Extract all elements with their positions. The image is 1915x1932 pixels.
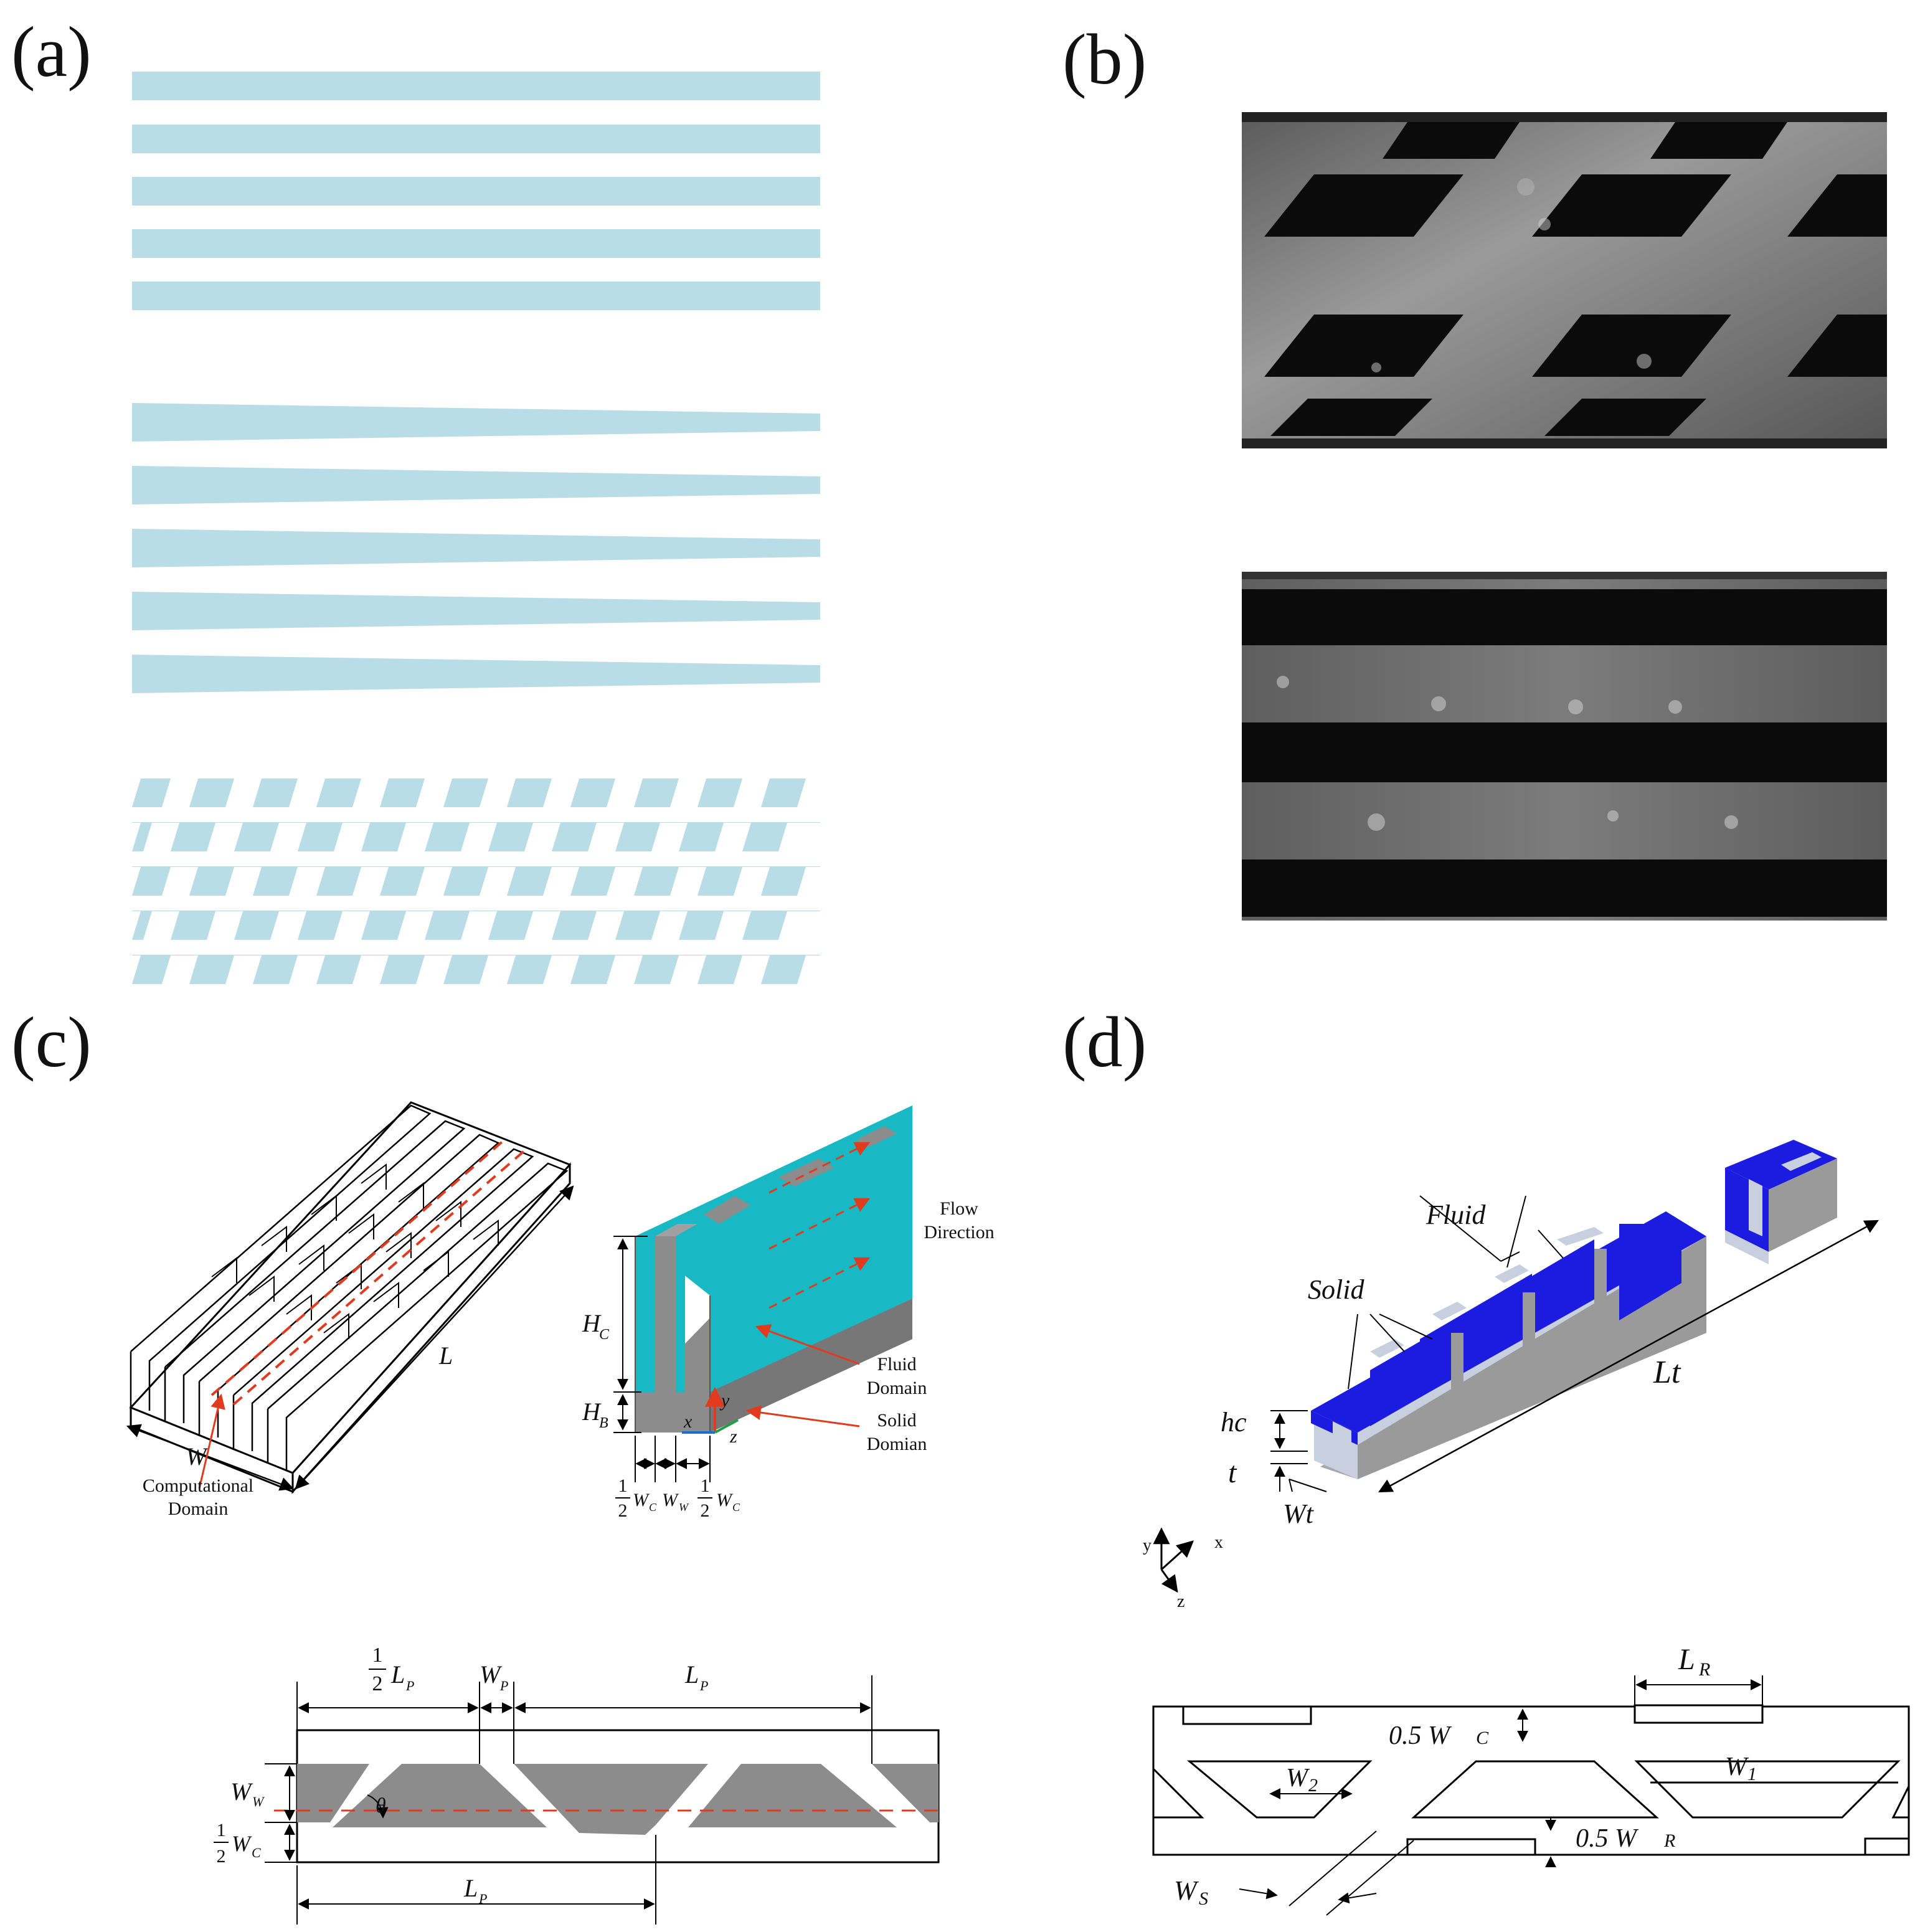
d-fluid-label: Fluid [1426, 1200, 1486, 1230]
plan-c-wp-main: W [480, 1660, 503, 1688]
d-Lt-dim [1378, 1219, 1879, 1493]
d-axis-x: x [1214, 1533, 1223, 1552]
plan-c-lp-sub: P [699, 1678, 708, 1693]
sec-ww-main: W [662, 1490, 679, 1510]
plan-c-half-den: 2 [372, 1672, 383, 1695]
d-t-label: t [1228, 1456, 1237, 1489]
d-axes [1153, 1527, 1194, 1593]
computational-domain-label-1: Computational [143, 1475, 253, 1496]
isometric-heat-sink [129, 1101, 572, 1494]
plan-c-lp-half-main: L [390, 1660, 405, 1688]
straight-channels [132, 72, 820, 310]
sec-wc-sub-2: C [732, 1501, 740, 1513]
plan-c-lp-bottom-main: L [463, 1874, 478, 1902]
d-lr-sub: R [1698, 1659, 1710, 1680]
photo-straight-channels [1242, 572, 1887, 921]
panel-b-label: (b) [1062, 20, 1147, 100]
sec-half-num-2: 1 [701, 1475, 710, 1496]
tapered-channels [132, 403, 820, 693]
iso-L-dim [295, 1185, 574, 1490]
section-axes [682, 1386, 739, 1434]
plan-c-ww-sub: W [252, 1794, 265, 1809]
plan-c-wc-sub: C [252, 1845, 261, 1860]
panel-a-label: (a) [11, 12, 92, 92]
d-hc-label: hc [1221, 1407, 1247, 1437]
panel-a: (a) [11, 12, 820, 984]
plan-c-ww-main: W [230, 1778, 253, 1806]
d-ws-main: W [1174, 1875, 1199, 1906]
panel-c-label: (c) [11, 1003, 92, 1082]
iso-L-label: L [438, 1342, 453, 1370]
d-ws-sub: S [1199, 1888, 1208, 1909]
plan-c-wc-main: W [232, 1831, 252, 1856]
panel-d: (d) [1062, 1003, 1910, 1916]
d-Lt-label: Lt [1653, 1355, 1681, 1390]
section-Hb-main: H [582, 1398, 602, 1426]
d-w1-sub: 1 [1747, 1764, 1757, 1784]
fluid-domain-label-2: Domain [867, 1378, 927, 1398]
plan-c-lp-main: L [684, 1660, 699, 1688]
panel-c: (c) [11, 1003, 995, 1925]
sec-half-num-1: 1 [618, 1475, 628, 1496]
d-wr-label: 0.5 W [1576, 1824, 1639, 1853]
flow-direction-label-2: Direction [924, 1222, 994, 1243]
fluid-domain-label-1: Fluid [877, 1354, 916, 1375]
plan-view-c [274, 1729, 940, 1863]
unit-cell-section [635, 1106, 912, 1432]
d-wc-label: 0.5 W [1389, 1721, 1452, 1750]
d-wc-sub: C [1476, 1728, 1489, 1748]
plan-c-half-num-2: 1 [217, 1820, 226, 1840]
flow-direction-label-1: Flow [940, 1198, 978, 1219]
section-Hc-main: H [582, 1309, 602, 1337]
d-w2-sub: 2 [1308, 1775, 1318, 1796]
plan-c-half-den-2: 2 [217, 1846, 226, 1867]
d-w1-main: W [1725, 1753, 1749, 1781]
d-axis-y: y [1143, 1536, 1151, 1555]
section-Hb-sub: B [599, 1415, 608, 1431]
plan-c-theta: θ [376, 1794, 386, 1817]
d-lr-main: L [1678, 1643, 1695, 1676]
sec-wc-sub-1: C [649, 1501, 657, 1513]
computational-domain-label-2: Domain [168, 1499, 229, 1519]
sec-ww-sub: W [679, 1501, 689, 1513]
solid-domain-label-1: Solid [877, 1410, 916, 1431]
isometric-channel-end [1725, 1140, 1837, 1264]
section-Hc-sub: C [599, 1327, 610, 1343]
sec-wc-main-2: W [716, 1490, 734, 1510]
plan-c-lp-half-sub: P [405, 1678, 414, 1693]
sec-wc-main-1: W [633, 1490, 650, 1510]
solid-domain-label-2: Domian [867, 1434, 927, 1454]
plan-c-half-num: 1 [372, 1644, 383, 1667]
sec-half-den-2: 2 [701, 1500, 710, 1521]
plan-view-d [1152, 1704, 1910, 1856]
sec-half-den-1: 2 [618, 1500, 628, 1521]
panel-d-label: (d) [1062, 1003, 1147, 1082]
section-axis-x: x [683, 1411, 693, 1432]
d-solid-label: Solid [1308, 1274, 1364, 1305]
oblique-fins [132, 779, 820, 984]
d-Wt-label: Wt [1283, 1499, 1315, 1529]
plan-c-lp-bottom-sub: P [478, 1891, 487, 1906]
d-w2-main: W [1286, 1764, 1310, 1792]
section-axis-z: z [729, 1426, 737, 1447]
photo-oblique-fins [1242, 112, 1887, 448]
iso-W-dim [126, 1424, 295, 1491]
panel-b: (b) [1062, 20, 1887, 921]
section-axis-y: y [719, 1390, 730, 1411]
d-wr-sub: R [1663, 1830, 1675, 1851]
plan-c-wp-sub: P [499, 1678, 508, 1693]
d-axis-z: z [1177, 1592, 1184, 1611]
